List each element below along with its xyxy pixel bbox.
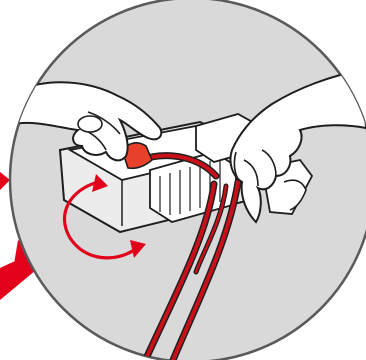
side-marker-icon: [0, 172, 10, 190]
